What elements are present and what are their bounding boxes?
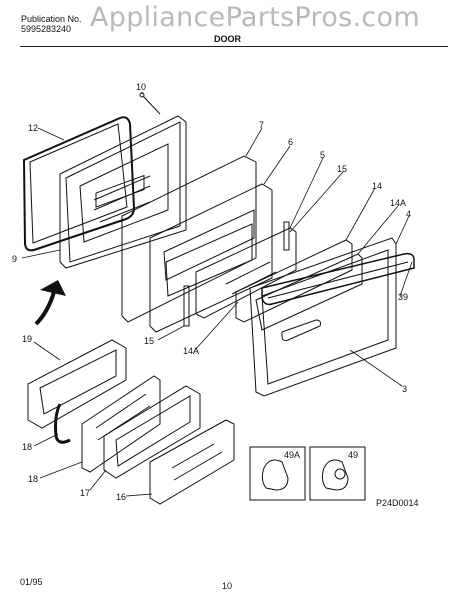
section-title: DOOR [214, 34, 241, 44]
callout-7: 7 [259, 120, 264, 130]
part-49A-knob-box [249, 446, 306, 501]
callout-17: 17 [80, 488, 90, 498]
callout-6: 6 [288, 137, 293, 147]
leader-lines [21, 92, 413, 497]
part-3-outer-door-panel [249, 237, 397, 397]
callout-14A-top: 14A [390, 198, 406, 208]
part-4-door-handle [261, 252, 415, 306]
callout-39: 39 [398, 292, 408, 302]
part-7-outer-door-panel [121, 155, 257, 323]
part-15-trim [183, 221, 290, 327]
part-10-screw [139, 92, 161, 115]
callout-18-bottom: 18 [28, 474, 38, 484]
callout-18-top: 18 [22, 442, 32, 452]
part-17-insulation-frame [103, 385, 201, 479]
callout-15-bottom: 15 [144, 336, 154, 346]
callout-3: 3 [402, 384, 407, 394]
part-16-outer-glass [149, 419, 235, 505]
part-14-glass [235, 239, 363, 331]
part-49-knob-box [309, 446, 366, 501]
part-6-door-frame [149, 183, 273, 333]
assembly-arrow [34, 280, 66, 326]
callout-49: 49 [348, 450, 358, 460]
publication-label: Publication No. [21, 14, 82, 24]
callout-9: 9 [12, 254, 17, 264]
callout-15-top: 15 [337, 164, 347, 174]
watermark: AppliancePartsPros.com [90, 2, 420, 33]
callout-4: 4 [406, 209, 411, 219]
callout-49A: 49A [284, 450, 300, 460]
footer-page-number: 10 [222, 581, 233, 591]
callout-5: 5 [320, 150, 325, 160]
callout-14A-bottom: 14A [183, 346, 199, 356]
figure-id: P24D0014 [376, 498, 419, 508]
callout-19: 19 [22, 334, 32, 344]
callout-16: 16 [116, 492, 126, 502]
publication-number: 5995283240 [21, 24, 72, 34]
part-9-inner-door-liner [59, 115, 187, 269]
footer-date: 01/95 [20, 577, 43, 587]
callout-14: 14 [372, 181, 382, 191]
header-rule [20, 46, 448, 47]
part-12-door-gasket [22, 116, 136, 252]
callout-10: 10 [136, 82, 146, 92]
part-19-gasket-frame [27, 339, 127, 429]
callout-12: 12 [28, 123, 38, 133]
